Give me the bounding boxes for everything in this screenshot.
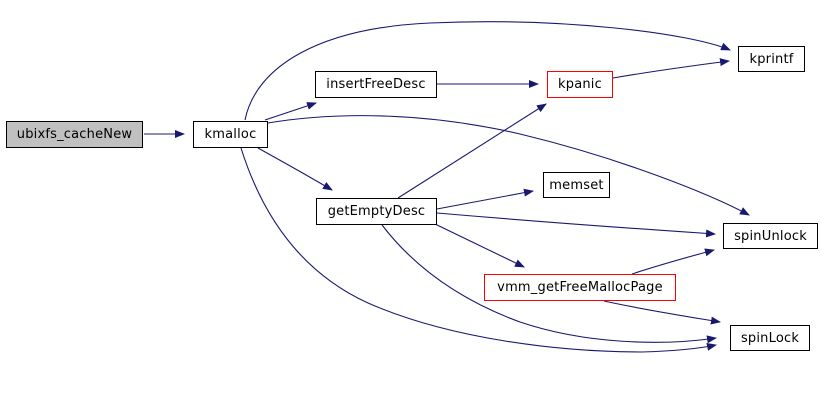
edge-getemptydesc-to-memset	[436, 188, 534, 210]
edge-vmm-getfreemallocpage-to-spinlock	[603, 300, 721, 325]
node-vmm-getfreemallocpage[interactable]: vmm_getFreeMallocPage	[484, 274, 676, 301]
edge-kmalloc-to-spinlock	[240, 147, 717, 353]
node-memset[interactable]: memset	[543, 172, 610, 198]
node-spinunlock[interactable]: spinUnlock	[723, 223, 818, 249]
edge-kmalloc-to-insertfreedesc	[264, 102, 317, 121]
node-getemptydesc[interactable]: getEmptyDesc	[316, 198, 437, 225]
node-ubixfs-cachenew: ubixfs_cacheNew	[6, 121, 143, 148]
node-insertfreedesc[interactable]: insertFreeDesc	[315, 71, 437, 98]
edge-kpanic-to-kprintf	[612, 58, 730, 79]
node-kmalloc[interactable]: kmalloc	[193, 121, 268, 148]
node-spinlock[interactable]: spinLock	[730, 325, 810, 351]
edge-kmalloc-to-getemptydesc	[257, 147, 333, 191]
edge-kmalloc-to-kprintf	[244, 21, 731, 121]
node-kpanic[interactable]: kpanic	[547, 71, 613, 98]
edge-vmm-getfreemallocpage-to-spinunlock	[631, 248, 715, 275]
edge-getemptydesc-to-kpanic	[397, 103, 547, 199]
edge-getemptydesc-to-spinunlock	[436, 212, 716, 238]
edge-kmalloc-to-spinunlock	[267, 115, 750, 216]
edge-getemptydesc-to-spinlock	[381, 224, 717, 344]
edge-getemptydesc-to-vmm-getfreemallocpage	[434, 223, 525, 268]
node-kprintf[interactable]: kprintf	[738, 46, 805, 72]
